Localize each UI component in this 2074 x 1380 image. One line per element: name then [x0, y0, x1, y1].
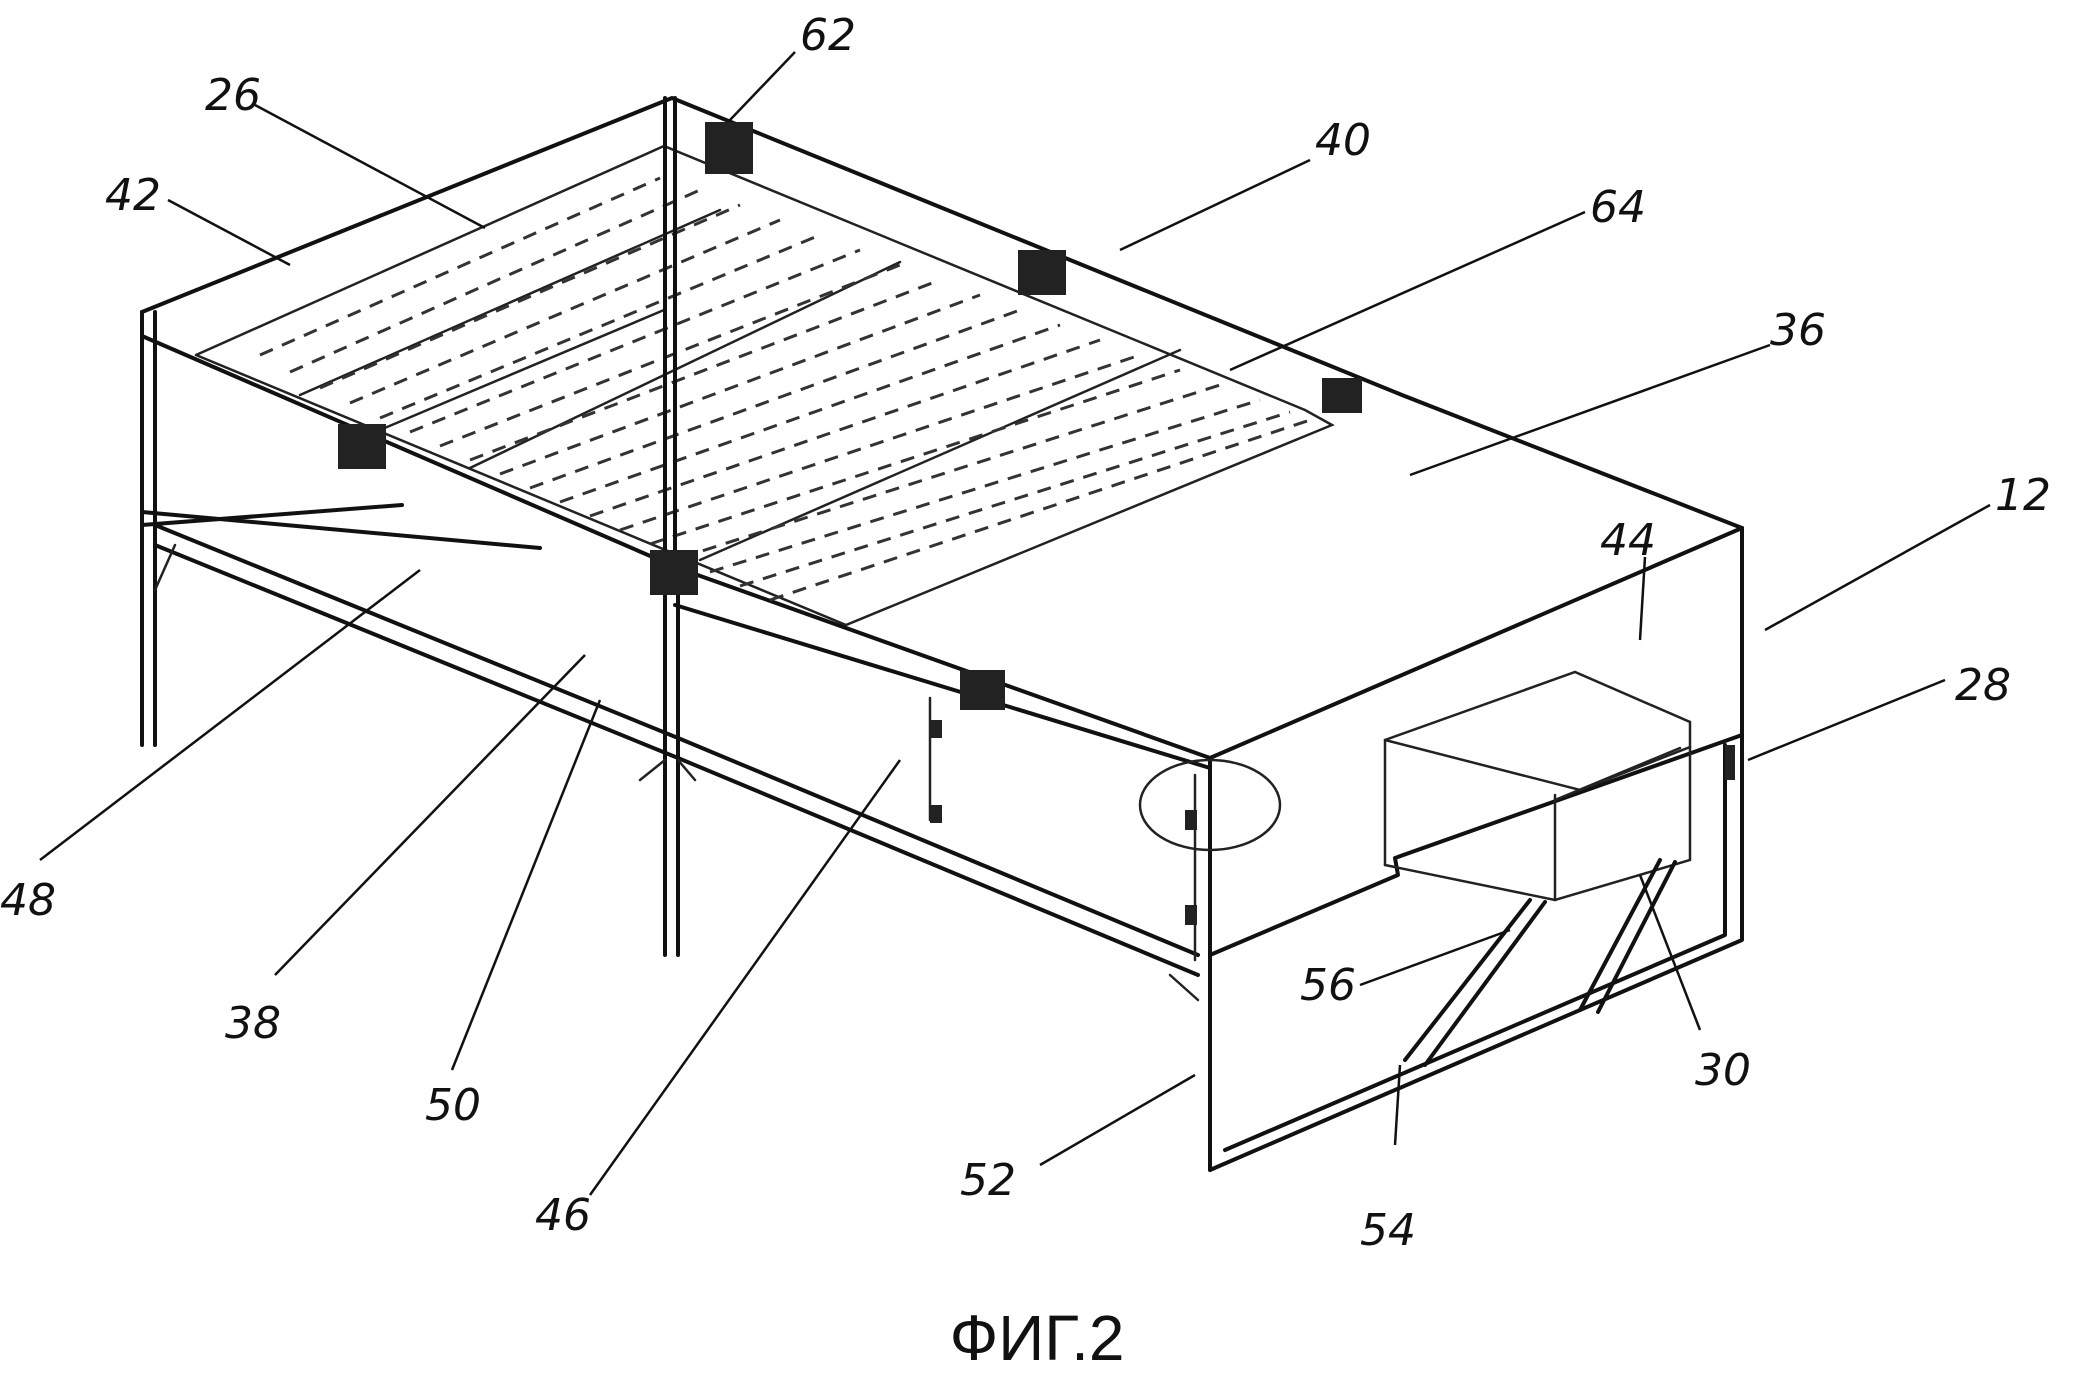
- vent-5: [650, 550, 698, 595]
- label-48: 48: [0, 875, 56, 926]
- label-36: 36: [1770, 305, 1826, 356]
- label-46: 46: [535, 1190, 591, 1241]
- label-44: 44: [1600, 515, 1656, 566]
- label-62: 62: [800, 10, 856, 61]
- label-54: 54: [1360, 1205, 1416, 1256]
- vent-2: [705, 122, 753, 174]
- latch-4: [1185, 905, 1197, 925]
- vent-3: [1018, 250, 1066, 295]
- label-52: 52: [960, 1155, 1016, 1206]
- label-38: 38: [225, 998, 281, 1049]
- latch-5: [1725, 745, 1735, 780]
- label-56: 56: [1300, 960, 1356, 1011]
- label-26: 26: [205, 70, 261, 121]
- label-50: 50: [425, 1080, 481, 1131]
- label-12: 12: [1995, 470, 2051, 521]
- leader-lines: [39, 51, 1991, 1196]
- vent-1: [338, 424, 386, 469]
- legs-frame: [140, 96, 1200, 1002]
- side-panels: [673, 603, 1744, 1172]
- latch-1: [930, 720, 942, 738]
- grate-slats: [259, 176, 1311, 602]
- label-64: 64: [1590, 182, 1646, 233]
- label-42: 42: [105, 170, 161, 221]
- vent-4: [1322, 378, 1362, 413]
- label-30: 30: [1695, 1045, 1751, 1096]
- label-28: 28: [1955, 660, 2011, 711]
- latch-2: [930, 805, 942, 823]
- reference-labels: 62 26 42 40 64 36 12 44 28 48 38 50 46 5…: [0, 10, 2051, 1256]
- label-40: 40: [1315, 115, 1371, 166]
- vents: [338, 122, 1735, 925]
- roof-frame: [140, 96, 1744, 1172]
- latch-3: [1185, 810, 1197, 830]
- figure-caption: ФИГ.2: [950, 1302, 1125, 1374]
- vent-6: [960, 670, 1005, 710]
